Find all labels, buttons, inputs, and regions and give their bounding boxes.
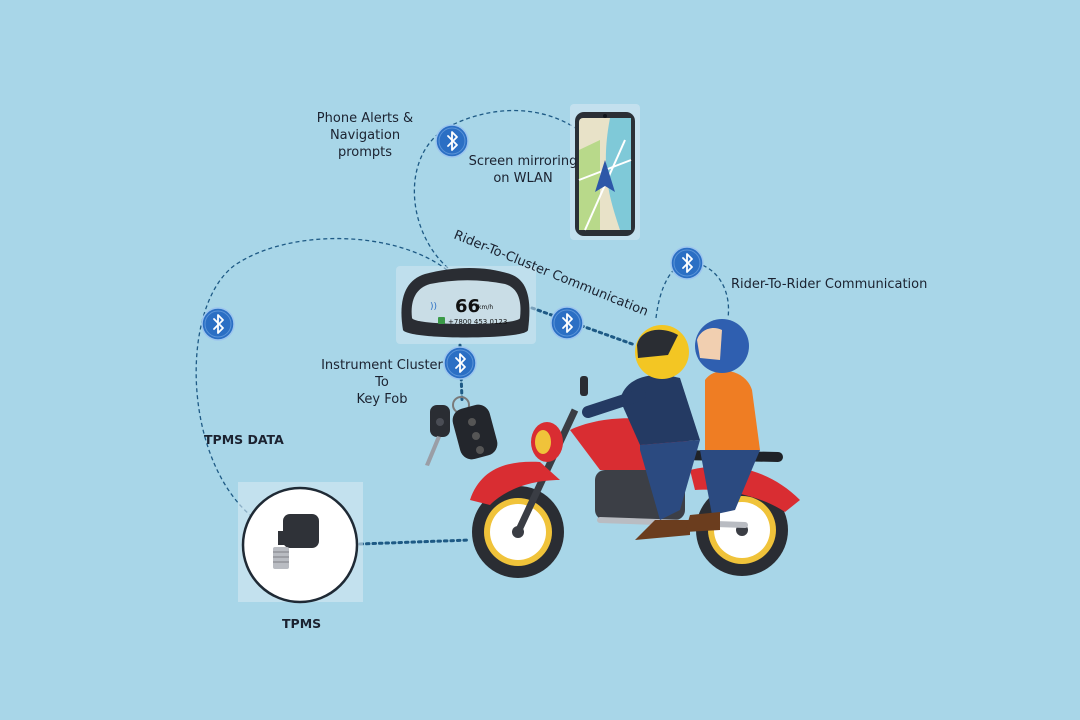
smartphone-icon (570, 104, 640, 240)
cluster-speed: 66 (455, 296, 480, 317)
bluetooth-icon (201, 307, 235, 341)
connector-phone-loop (413, 109, 586, 269)
bluetooth-icon (443, 346, 477, 380)
link-cluster-to-rider (530, 306, 637, 347)
connector-rider-loop (655, 261, 730, 319)
label-tpms-data: TPMS DATA (204, 432, 284, 447)
rider-icon (582, 325, 700, 540)
key-fob-icon (425, 396, 498, 466)
link-tpms-to-bike (358, 538, 472, 546)
label-cluster-to-keyfob: Instrument Cluster To Key Fob (321, 358, 443, 407)
svg-text:)): )) (430, 302, 437, 312)
cluster-unit: km/h (478, 304, 493, 311)
bluetooth-icon (550, 306, 584, 340)
label-rider-to-rider: Rider-To-Rider Communication (731, 277, 928, 292)
label-phone-alerts: Phone Alerts & Navigation prompts (316, 111, 414, 160)
bluetooth-icon (670, 246, 704, 280)
connector-lines (195, 109, 730, 516)
label-tpms: TPMS (282, 616, 322, 631)
instrument-cluster-icon: )) 66 km/h +7800 453 0123 (396, 266, 536, 344)
connector-tpms-loop (195, 237, 448, 516)
cluster-phone-number: +7800 453 0123 (448, 318, 507, 326)
label-screen-mirroring: Screen mirroring on WLAN (468, 154, 578, 186)
tpms-sensor-icon (238, 482, 363, 604)
passenger-icon (685, 319, 760, 532)
